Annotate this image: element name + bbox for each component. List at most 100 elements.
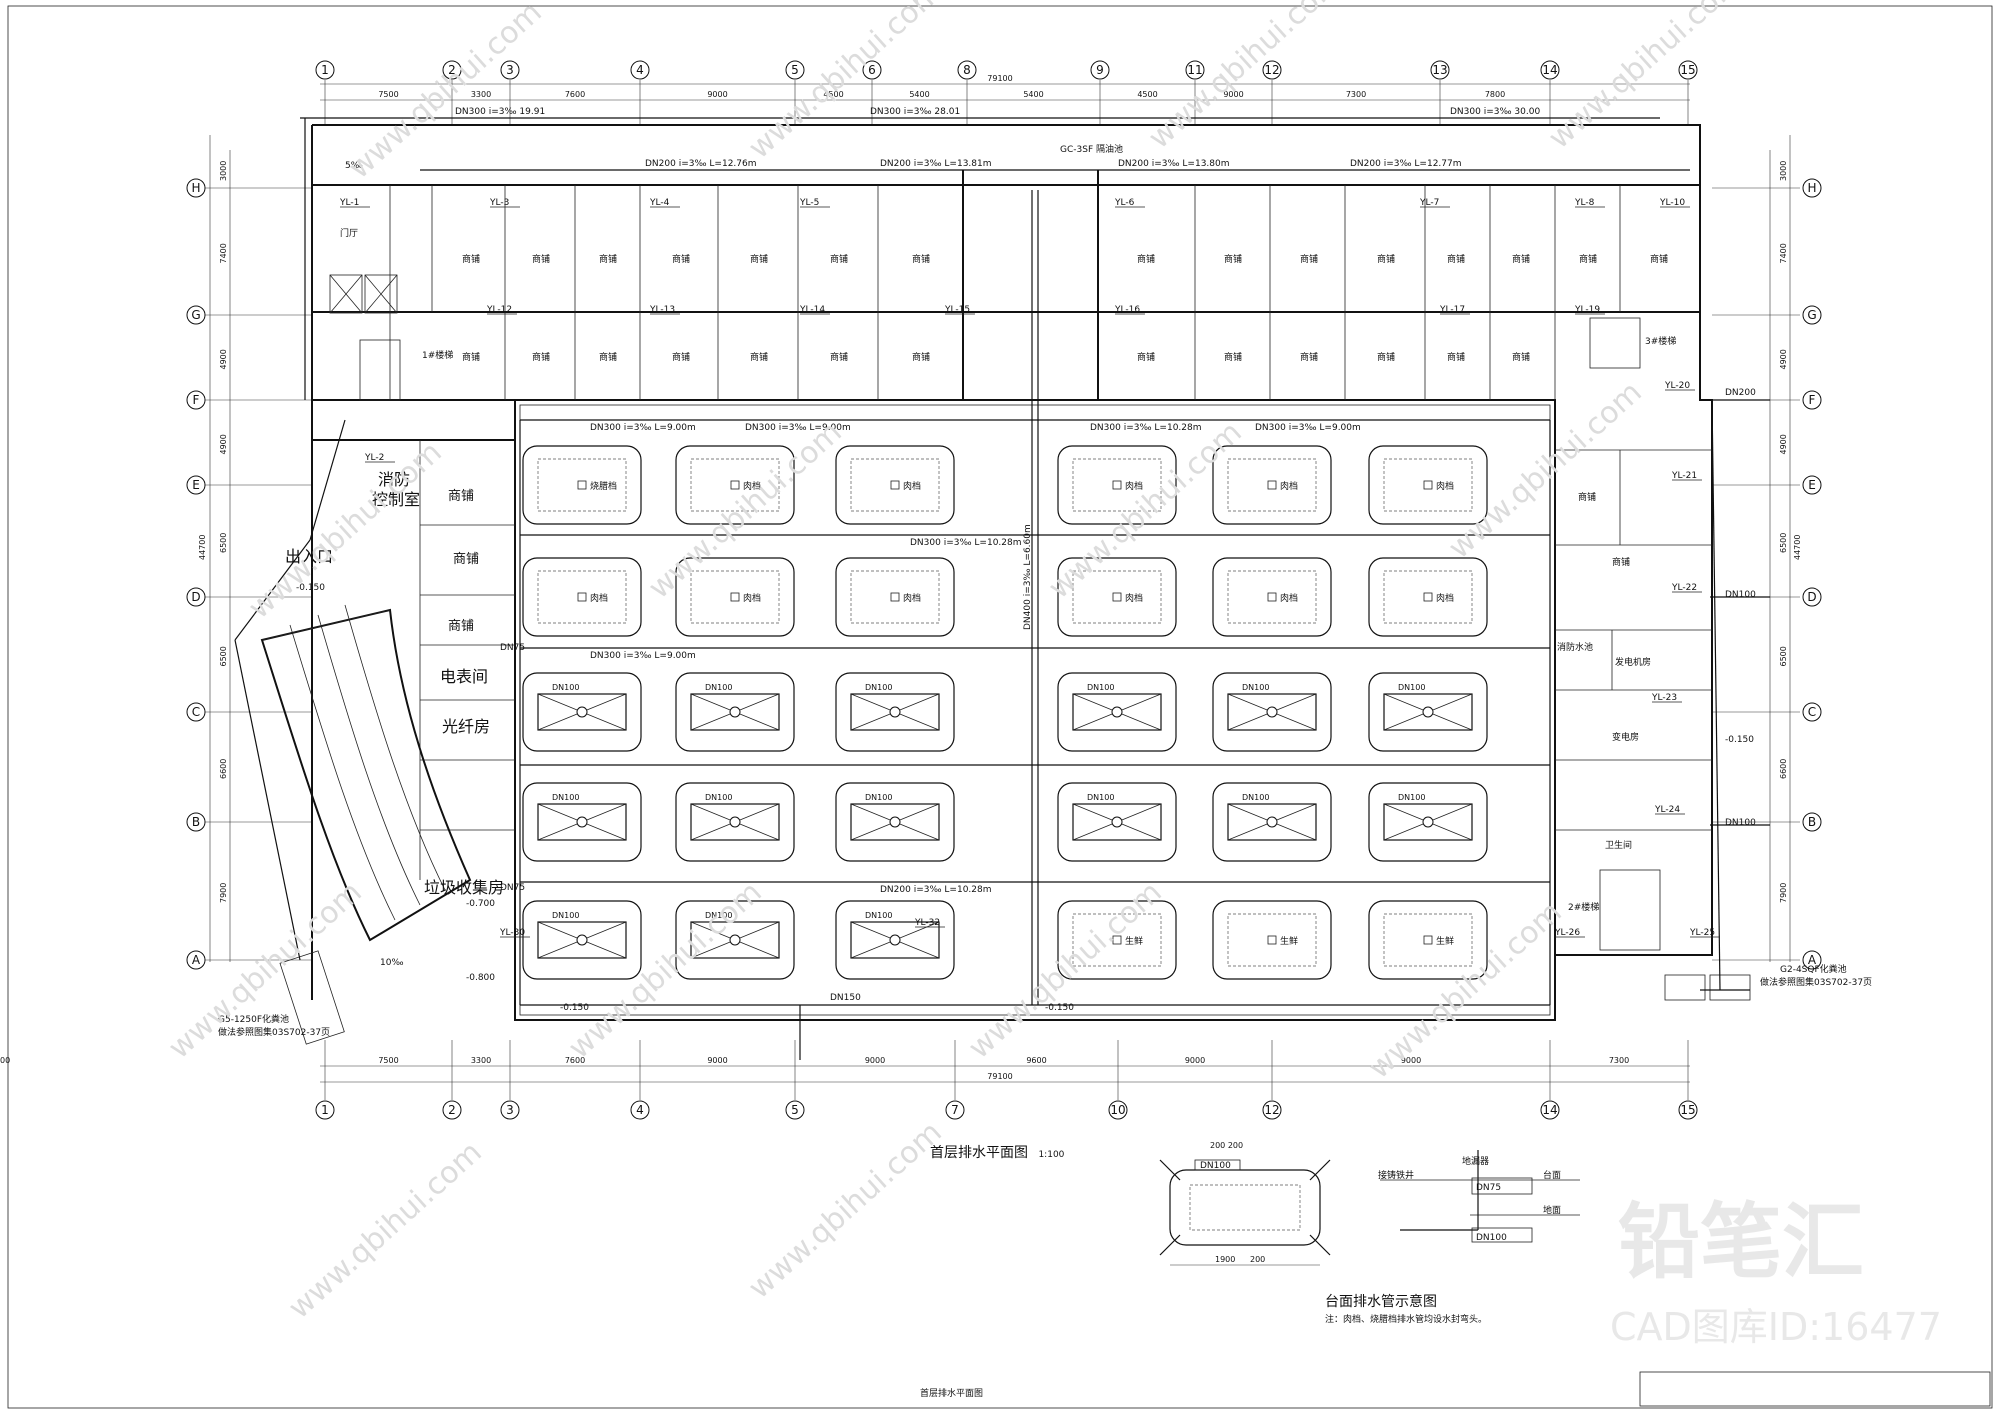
drain-icon — [889, 816, 901, 828]
axis-bubble-left — [186, 178, 206, 198]
axis-bubble-top — [1262, 60, 1282, 80]
dim-top: 7500 — [378, 90, 398, 99]
stall-counter — [690, 570, 780, 624]
room-shop-left-1: 商铺 — [448, 489, 474, 504]
room-shop-right-2: 商铺 — [1612, 556, 1630, 568]
axis-label-left: H — [191, 181, 200, 195]
dim-bottom: 9000 — [1401, 1056, 1421, 1065]
watermark-text: www.qbihui.com — [1142, 0, 1349, 156]
detail-dims-top: 200 200 — [1210, 1141, 1243, 1150]
room-fire-control-1: 消防 — [378, 470, 410, 489]
axis-bubble-left — [186, 587, 206, 607]
stall-label: 肉档 — [1280, 480, 1298, 492]
stall-counter — [1227, 913, 1317, 967]
dim-top: 3300 — [471, 90, 491, 99]
riser-label: YL-21 — [1671, 471, 1697, 481]
watermark-text: www.qbihui.com — [742, 1115, 949, 1306]
detail-dims-bottom: 1900 — [1215, 1255, 1235, 1264]
seafood-tank — [690, 693, 780, 731]
market-stall — [1368, 445, 1488, 525]
detail-section-label-3: 地面 — [1543, 1204, 1561, 1216]
pipe-dn200-right: DN200 — [1725, 388, 1756, 398]
shop-label: 商铺 — [1137, 253, 1155, 265]
axis-label-top: 8 — [963, 63, 971, 77]
stall-label: 肉档 — [903, 480, 921, 492]
shop-label: 商铺 — [830, 351, 848, 363]
axis-label-top: 6 — [868, 63, 876, 77]
pipe-branch-4: DN200 i=3‰ L=12.77m — [1350, 159, 1462, 169]
stall-pipe-label: DN100 — [705, 911, 732, 920]
shop-label: 商铺 — [912, 253, 930, 265]
pipe-row-7: DN200 i=3‰ L=10.28m — [880, 885, 992, 895]
dim-left: 6500 — [219, 533, 228, 553]
pipe-row-2: DN300 i=3‰ L=9.00m — [745, 423, 851, 433]
axis-bubble-top — [500, 60, 520, 80]
stall-counter — [1383, 458, 1473, 512]
axis-bubble-top — [315, 60, 335, 80]
axis-bubble-left — [186, 950, 206, 970]
market-stall — [675, 900, 795, 980]
shop-label: 商铺 — [1650, 253, 1668, 265]
dim-left: 7400 — [219, 243, 228, 263]
dim-left: 4900 — [219, 434, 228, 454]
shop-label: 商铺 — [532, 351, 550, 363]
axis-bubble-top — [1430, 60, 1450, 80]
market-stall — [1057, 445, 1177, 525]
pipe-row-6: DN300 i=3‰ L=9.00m — [590, 651, 696, 661]
pipe-row-3: DN300 i=3‰ L=10.28m — [1090, 423, 1202, 433]
overall-dim-bottom: 79100 — [987, 1072, 1012, 1081]
shop-label: 商铺 — [1447, 351, 1465, 363]
axis-bubble-right — [1802, 950, 1822, 970]
shop-label: 商铺 — [1224, 253, 1242, 265]
riser-label: YL-26 — [1554, 928, 1580, 938]
floor-drain-icon — [577, 480, 587, 490]
watermark-text: www.qbihui.com — [1042, 415, 1249, 606]
market-stall — [1368, 900, 1488, 980]
axis-bubble-right — [1802, 702, 1822, 722]
dimension-lines — [209, 83, 1791, 1083]
detail-title: 台面排水管示意图 — [1325, 1293, 1437, 1310]
stall-counter — [1383, 570, 1473, 624]
shop-label: 商铺 — [672, 351, 690, 363]
dim-bottom: 7800 — [0, 1056, 10, 1065]
floor-drain-icon — [1267, 592, 1277, 602]
stall-counter — [850, 458, 940, 512]
axis-label-bottom: 2 — [448, 1103, 456, 1117]
riser-label: YL-17 — [1439, 305, 1465, 315]
room-labels: 消防 控制室 商铺 商铺 商铺 电表间 光纤房 垃圾收集房 出入口 门厅 1#楼… — [285, 227, 1676, 913]
floor-drain-icon — [1267, 480, 1277, 490]
market-stall — [835, 557, 955, 637]
pipe-level-2: -0.700 — [466, 899, 495, 909]
axis-bubble-top — [1185, 60, 1205, 80]
pipe-level-3: -0.800 — [466, 973, 495, 983]
axis-label-top: 3 — [506, 63, 514, 77]
drain-icon — [576, 816, 588, 828]
dim-right: 3000 — [1779, 161, 1788, 181]
market-stall — [1212, 900, 1332, 980]
market-stall — [675, 557, 795, 637]
pipe-dn100-1: DN100 — [1725, 590, 1756, 600]
detail-dn100: DN100 — [1200, 1161, 1231, 1171]
axis-bubble-top — [957, 60, 977, 80]
watermark-text: www.qbihui.com — [342, 0, 549, 186]
pipe-outfall-right-2: 做法参照图集03S702-37页 — [1760, 976, 1872, 988]
axis-label-right: A — [1808, 953, 1817, 967]
floor-drain-icon — [1423, 480, 1433, 490]
pipe-outfall-left-2: 做法参照图集03S702-37页 — [218, 1026, 330, 1038]
watermark-text: www.qbihui.com — [562, 875, 769, 1066]
axis-label-right: D — [1807, 590, 1816, 604]
dim-right: 4900 — [1779, 434, 1788, 454]
seafood-tank — [1383, 803, 1473, 841]
dim-bottom: 7300 — [1609, 1056, 1629, 1065]
watermark-text: www.qbihui.com — [282, 1135, 489, 1326]
axis-label-bottom: 1 — [321, 1103, 329, 1117]
stall-pipe-label: DN100 — [1242, 683, 1269, 692]
pipe-outfall-right: G2-4SQF化粪池 — [1780, 963, 1847, 975]
seafood-tank — [537, 803, 627, 841]
seafood-tank — [850, 803, 940, 841]
axis-bubble-top — [1540, 60, 1560, 80]
axis-bubble-top — [1090, 60, 1110, 80]
dim-top: 7800 — [1485, 90, 1505, 99]
